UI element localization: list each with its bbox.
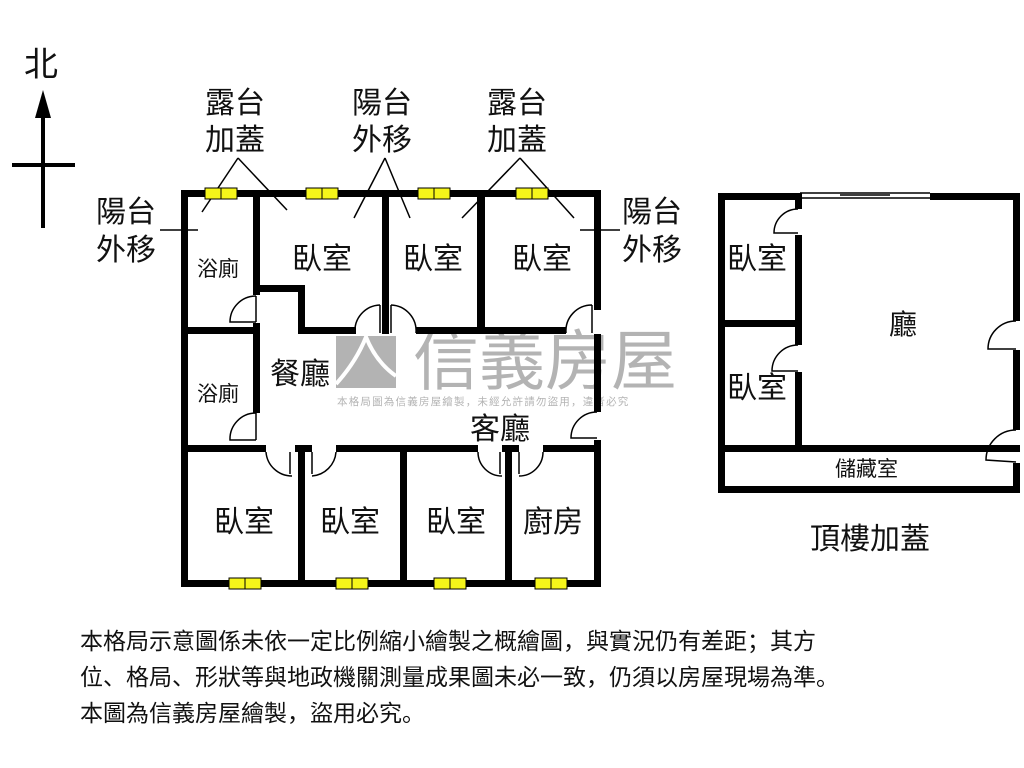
watermark-notice: 本格局圖為信義房屋繪製，未經允許請勿盜用，違者必究 — [337, 395, 630, 408]
annotation-balcony-moved-left-2: 外移 — [96, 233, 156, 268]
annotation-balcony-enclosed-right-1: 露台 — [487, 86, 547, 121]
room-dining: 餐廳 — [270, 357, 330, 392]
disclaimer: 本格局示意圖係未依一定比例縮小繪製之概繪圖，與實況仍有差距；其方 位、格局、形狀… — [80, 624, 1010, 732]
annotation-balcony-moved-top-1: 陽台 — [352, 86, 412, 121]
watermark-brand: 信義房屋 — [413, 323, 677, 400]
watermark: 信義房屋 本格局圖為信義房屋繪製，未經允許請勿盜用，違者必究 — [334, 323, 677, 408]
annotation-leaders — [160, 157, 620, 231]
room-bedroom-top-3: 臥室 — [512, 242, 572, 277]
rooftop-storage: 儲藏室 — [835, 457, 898, 481]
disclaimer-line-1: 本格局示意圖係未依一定比例縮小繪製之概繪圖，與實況仍有差距；其方 — [80, 629, 816, 655]
room-kitchen: 廚房 — [523, 505, 583, 540]
rooftop-walls — [718, 193, 1020, 493]
north-label: 北 — [24, 45, 58, 85]
room-bedroom-bottom-1: 臥室 — [214, 505, 274, 540]
disclaimer-line-3: 本圖為信義房屋繪製，盜用必究。 — [80, 701, 425, 727]
arrow-up-icon — [35, 90, 51, 118]
watermark-logo — [336, 336, 396, 388]
room-bedroom-top-1: 臥室 — [292, 242, 352, 277]
disclaimer-line-2: 位、格局、形狀等與地政機關測量成果圖未必一致，仍須以房屋現場為準。 — [80, 665, 839, 691]
windows — [204, 187, 568, 590]
doors — [229, 295, 598, 477]
main-floor-walls — [181, 190, 601, 587]
annotation-balcony-moved-left-1: 陽台 — [96, 195, 156, 230]
rooftop-doors-windows — [771, 192, 1017, 463]
room-bedroom-bottom-3: 臥室 — [426, 505, 486, 540]
annotation-balcony-moved-right-1: 陽台 — [622, 195, 682, 230]
rooftop-bedroom-upper: 臥室 — [727, 242, 787, 277]
room-living: 客廳 — [470, 412, 530, 447]
annotation-balcony-enclosed-left-2: 加蓋 — [205, 123, 265, 158]
room-bedroom-bottom-2: 臥室 — [320, 505, 380, 540]
room-bath-upper: 浴廁 — [197, 257, 239, 281]
rooftop-bedroom-lower: 臥室 — [727, 371, 787, 406]
rooftop-title: 頂樓加蓋 — [810, 522, 930, 557]
annotation-balcony-moved-right-2: 外移 — [622, 233, 682, 268]
annotation-balcony-moved-top-2: 外移 — [352, 123, 412, 158]
north-arrow: 北 — [12, 45, 75, 228]
room-bedroom-top-2: 臥室 — [403, 242, 463, 277]
annotation-balcony-enclosed-right-2: 加蓋 — [487, 123, 547, 158]
room-bath-lower: 浴廁 — [197, 382, 239, 406]
rooftop-hall: 廳 — [889, 308, 917, 341]
annotation-balcony-enclosed-left-1: 露台 — [205, 86, 265, 121]
